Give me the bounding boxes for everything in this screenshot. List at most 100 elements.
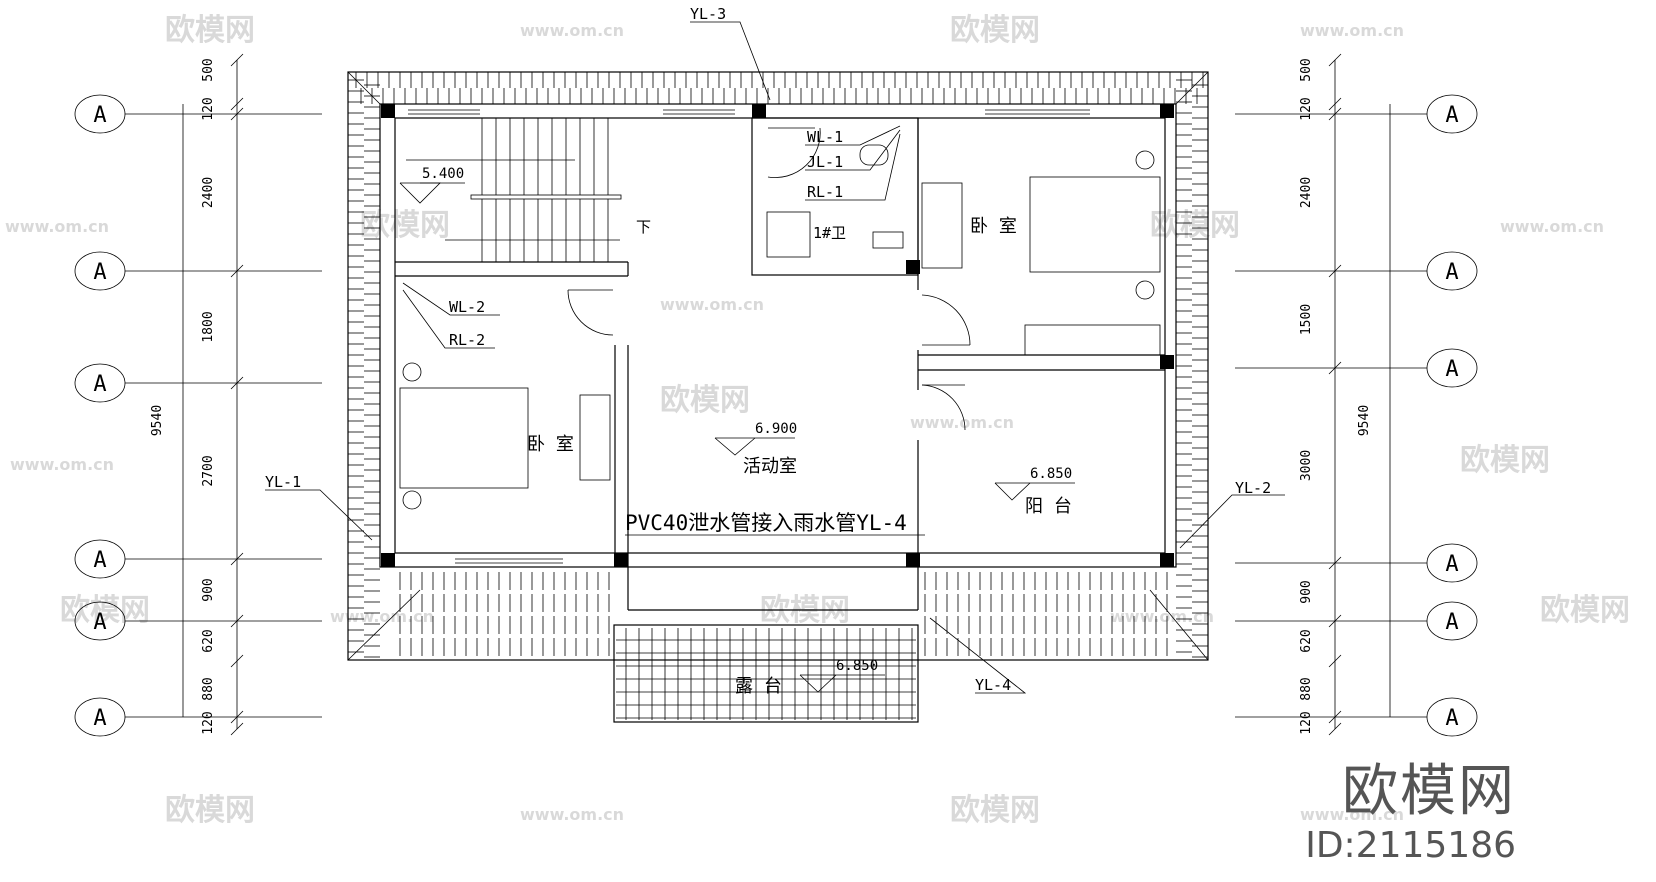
dimension-tick: [1328, 654, 1342, 668]
washbasin: [872, 231, 904, 249]
dimension-tick: [230, 722, 244, 736]
dimension-label: 2400: [201, 177, 216, 208]
axis-bubble-label: A: [1445, 357, 1458, 382]
yl2-label: YL-2: [1235, 479, 1271, 497]
toilet: [859, 144, 889, 166]
model-id: ID:2115186: [1305, 825, 1516, 866]
dimension-label: 880: [1299, 677, 1314, 700]
axis-bubble-label: A: [1445, 103, 1458, 128]
site-watermark-text: www.om.cn: [1300, 805, 1404, 824]
yl3-label: YL-3: [690, 5, 726, 23]
bed-left: [399, 387, 529, 489]
dimension-tick: [230, 97, 244, 111]
brand-watermark: 欧模网: [1342, 759, 1516, 824]
brand-watermark-text: 欧模网: [1460, 443, 1550, 478]
watermark-layer: 欧模网欧模网欧模网欧模网欧模网欧模网欧模网欧模网欧模网欧模网欧模网www.om.…: [5, 13, 1630, 828]
terrace-label: 露 台: [735, 676, 782, 697]
activity-level-label: 6.900: [755, 421, 797, 437]
brand-watermark-text: 欧模网: [360, 208, 450, 243]
dimension-label: 120: [201, 711, 216, 734]
dimension-tick: [1328, 722, 1342, 736]
brand-watermark-text: 欧模网: [165, 793, 255, 828]
yl4-label: YL-4: [975, 676, 1011, 694]
dimension-label: 500: [201, 58, 216, 81]
dimension-label: 1800: [201, 311, 216, 342]
dimension-label: 2400: [1299, 177, 1314, 208]
site-watermark-text: www.om.cn: [520, 805, 624, 824]
axis-bubble-label: A: [93, 372, 106, 397]
site-watermark-text: www.om.cn: [10, 455, 114, 474]
staircase: [406, 118, 622, 262]
dimension-label: 900: [201, 578, 216, 601]
axis-bubble: [74, 363, 126, 403]
axis-bubble-label: A: [1445, 552, 1458, 577]
axis-bubble-label: A: [1445, 706, 1458, 731]
dimension-label: 620: [201, 629, 216, 652]
balcony-label: 阳 台: [1025, 496, 1072, 517]
site-watermark-text: www.om.cn: [1300, 21, 1404, 40]
axis-bubble: [1426, 601, 1478, 641]
jl1-label: JL-1: [807, 153, 843, 171]
dimension-label: 620: [1299, 629, 1314, 652]
leader-lines: [265, 21, 1285, 694]
doors: [567, 127, 971, 431]
total-dimension-label: 9540: [1357, 405, 1372, 436]
total-dimension-label: 9540: [150, 405, 165, 436]
tv-cabinet-right: [921, 182, 963, 269]
axis-bubble: [1426, 94, 1478, 134]
wl2-label: WL-2: [449, 298, 485, 316]
site-watermark-text: www.om.cn: [660, 295, 764, 314]
furniture: [399, 144, 1161, 510]
pipe-note-label: PVC40泄水管接入雨水管YL-4: [625, 511, 907, 535]
axis-bubble: [74, 601, 126, 641]
brand-watermark-text: 欧模网: [1540, 593, 1630, 628]
dimension-label: 3000: [1299, 450, 1314, 481]
brand-watermark-text: 欧模网: [660, 383, 750, 418]
axis-bubble-label: A: [93, 548, 106, 573]
terrace-level-label: 6.850: [836, 658, 878, 674]
roof-eaves: [347, 71, 1209, 661]
dimension-tick: [230, 53, 244, 67]
axis-bubble: [74, 251, 126, 291]
axis-bubble: [1426, 348, 1478, 388]
tv-cabinet-left: [579, 394, 611, 481]
dimension-label: 120: [1299, 97, 1314, 120]
shower: [766, 211, 811, 258]
wl1-label: WL-1: [807, 128, 843, 146]
axis-bubble: [74, 697, 126, 737]
dimension-label: 1500: [1299, 304, 1314, 335]
wardrobe-right: [1024, 324, 1161, 356]
axis-bubble-label: A: [93, 706, 106, 731]
axis-grid: A A A A A A 500 120 2400 1800 2700 900 620 880 120 9540…: [74, 53, 1478, 737]
dimension-label: 2700: [201, 455, 216, 486]
axis-bubble-label: A: [1445, 260, 1458, 285]
dimension-label: 500: [1299, 58, 1314, 81]
site-watermark-text: www.om.cn: [5, 217, 109, 236]
dimension-label: 120: [1299, 711, 1314, 734]
rl1-label: RL-1: [807, 183, 843, 201]
site-watermark-text: www.om.cn: [910, 413, 1014, 432]
dimension-label: 880: [201, 677, 216, 700]
dimension-tick: [230, 654, 244, 668]
bedroom-right-label: 卧 室: [970, 216, 1017, 237]
site-watermark-text: www.om.cn: [520, 21, 624, 40]
axis-bubble-label: A: [1445, 610, 1458, 635]
dimension-label: 120: [201, 97, 216, 120]
brand-watermark-text: 欧模网: [1150, 208, 1240, 243]
level-markers: [399, 182, 1075, 693]
balcony-level-label: 6.850: [1030, 466, 1072, 482]
bedroom-left-label: 卧 室: [527, 434, 574, 455]
terrace: [613, 624, 919, 723]
site-watermark-text: www.om.cn: [1110, 607, 1214, 626]
stair-down-label: 下: [636, 218, 651, 236]
axis-bubble: [74, 539, 126, 579]
stair-level-label: 5.400: [422, 166, 464, 182]
brand-watermark-text: 欧模网: [165, 13, 255, 48]
brand-watermark-text: 欧模网: [950, 13, 1040, 48]
axis-bubble: [1426, 697, 1478, 737]
axis-bubble-label: A: [93, 260, 106, 285]
axis-bubble: [74, 94, 126, 134]
